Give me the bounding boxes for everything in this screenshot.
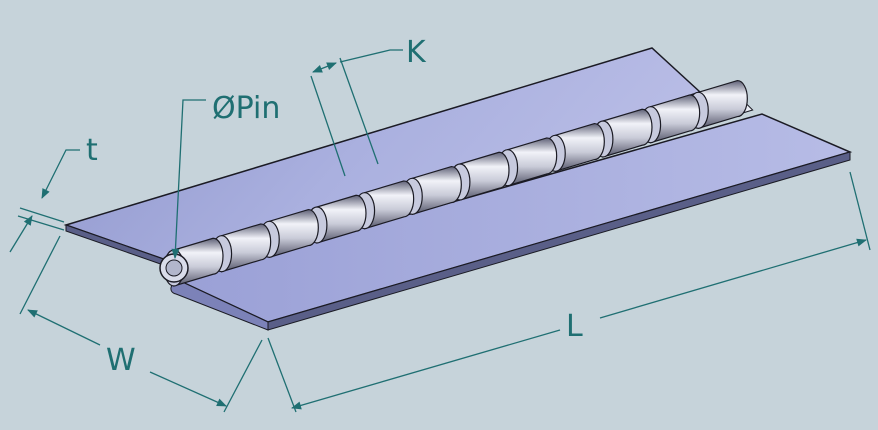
k-extension-right bbox=[339, 57, 379, 165]
l-arrow-left bbox=[291, 329, 561, 410]
w-arrow-left bbox=[27, 309, 101, 346]
k-label: K bbox=[406, 35, 427, 70]
k-arrow bbox=[312, 62, 337, 73]
dimension-annotations bbox=[9, 49, 871, 413]
pin-leader-line bbox=[171, 99, 206, 259]
t-arrow-lower bbox=[9, 215, 33, 253]
t-extension-upper bbox=[19, 207, 65, 223]
t-label: t bbox=[86, 133, 98, 168]
pin-diameter-label: ØPin bbox=[212, 91, 280, 126]
hinge-knuckles bbox=[163, 79, 748, 287]
front-leaf bbox=[170, 113, 853, 331]
w-extension-left bbox=[19, 235, 61, 315]
l-label: L bbox=[566, 309, 583, 344]
l-extension-right bbox=[849, 171, 871, 251]
k-extension-left bbox=[310, 75, 346, 177]
pin-end bbox=[159, 253, 189, 283]
w-extension-right bbox=[223, 339, 263, 413]
t-leader-line bbox=[41, 149, 80, 199]
w-arrow-right bbox=[149, 371, 227, 407]
k-leader-line bbox=[339, 49, 403, 63]
l-extension-left bbox=[267, 337, 297, 413]
w-label: W bbox=[106, 343, 136, 378]
l-arrow-right bbox=[599, 238, 867, 319]
